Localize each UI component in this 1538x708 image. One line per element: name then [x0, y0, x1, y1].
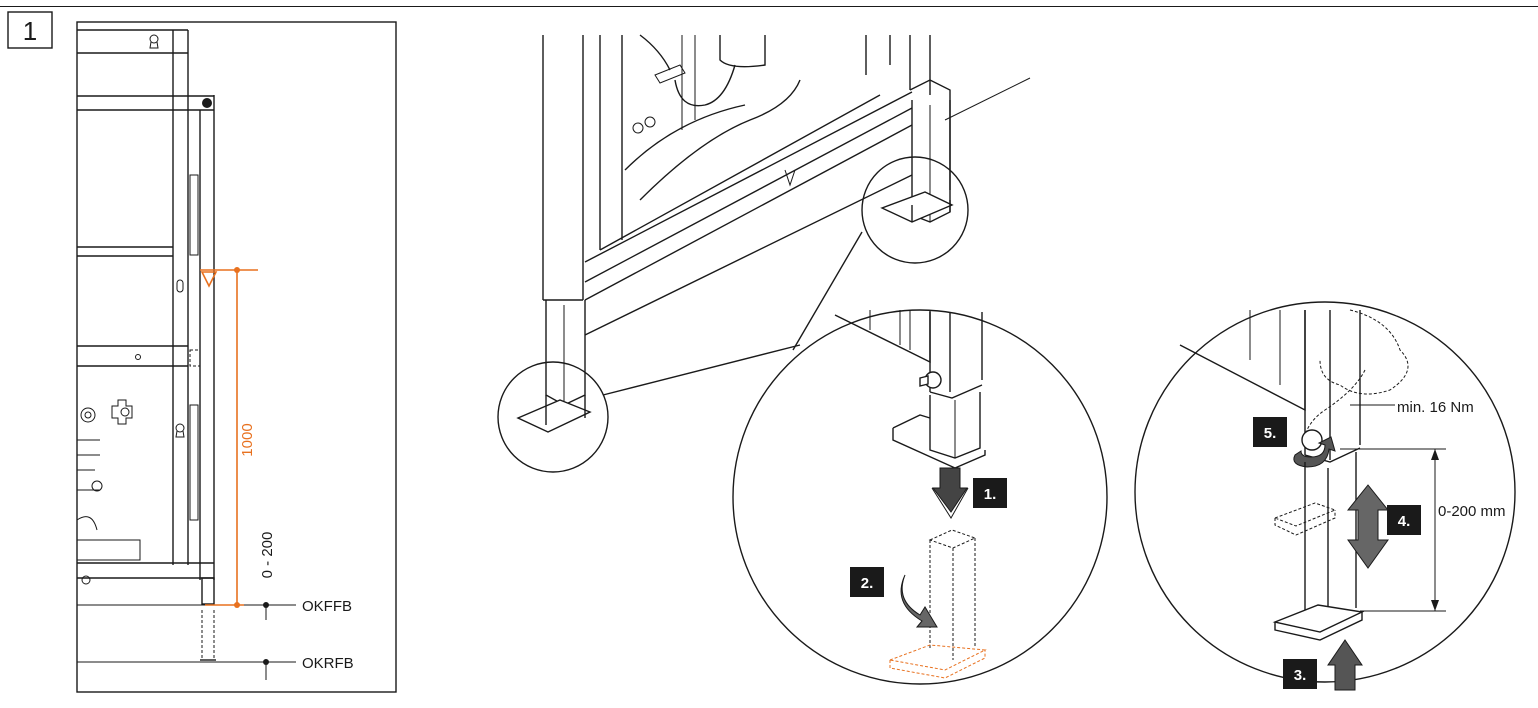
detail-marker-left	[497, 344, 801, 473]
detail-circle-steps-1-2	[732, 309, 1108, 685]
level-finished-floor-label: OKFFB	[302, 598, 352, 615]
step-badge-5: 5.	[1253, 417, 1287, 447]
detail-circle-steps-3-5	[1134, 301, 1516, 691]
step-label-5: 5.	[1264, 425, 1277, 442]
step-label-4: 4.	[1398, 513, 1411, 530]
step-label-3: 3.	[1294, 667, 1307, 684]
adjust-range-label: 0-200 mm	[1438, 503, 1506, 520]
level-raw-floor-label: OKRFB	[302, 655, 354, 672]
dimension-range-label: 0 - 200	[259, 532, 276, 579]
step-badge-3: 3.	[1283, 659, 1317, 689]
step-label-1: 1.	[984, 486, 997, 503]
step-label-2: 2.	[861, 575, 874, 592]
step-badge-1: 1.	[973, 478, 1007, 508]
step-badge-4: 4.	[1387, 505, 1421, 535]
frame-perspective-view	[542, 34, 1031, 406]
side-elevation-view	[76, 21, 397, 693]
torque-label: min. 16 Nm	[1397, 399, 1474, 416]
panel-number: 1	[23, 16, 37, 46]
step-badge-2: 2.	[850, 567, 884, 597]
dimension-height-label: 1000	[239, 423, 256, 456]
panel-number-box: 1	[7, 11, 53, 49]
detail-marker-right	[792, 156, 969, 351]
